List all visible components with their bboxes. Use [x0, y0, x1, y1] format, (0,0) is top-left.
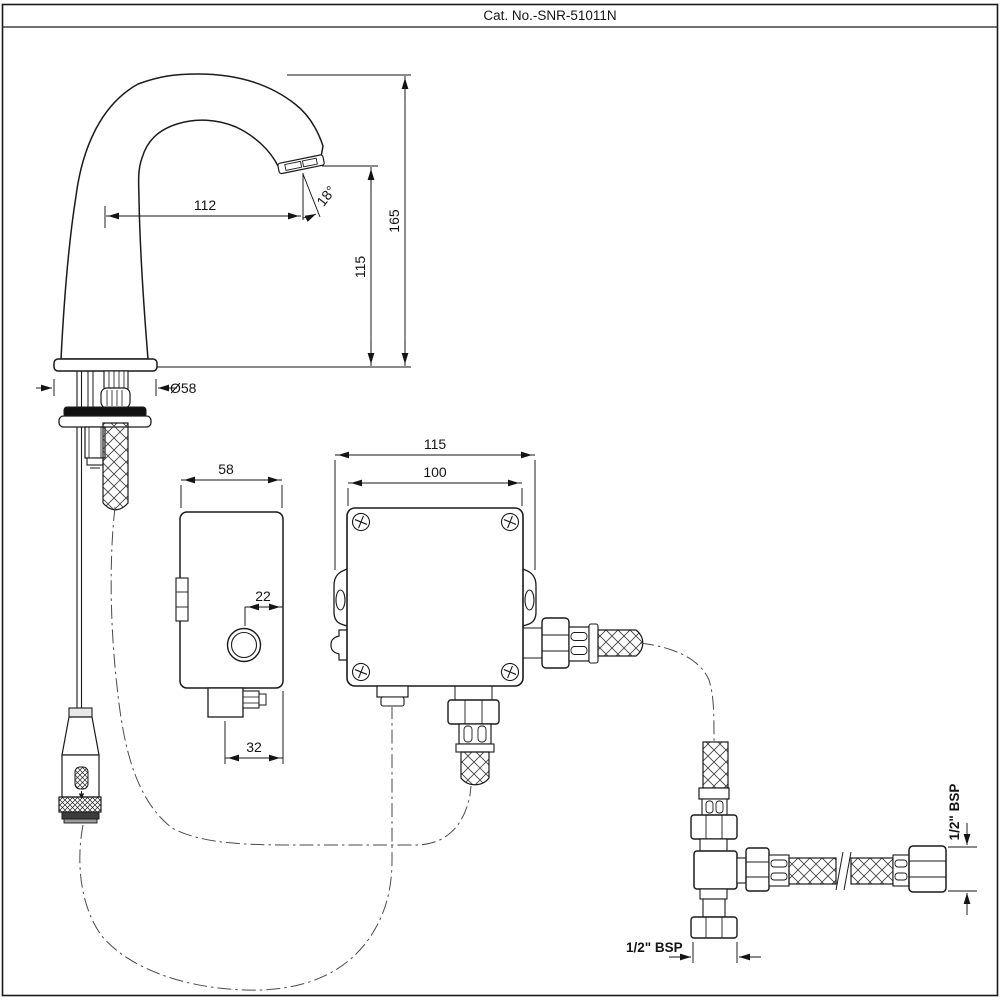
control-box-body: [346, 507, 524, 687]
outlet-hose: [597, 629, 644, 657]
dim-right-thread: 1/2" BSP: [947, 784, 962, 841]
sensor-cable-plug: [58, 707, 102, 824]
dim-tab-width: 32: [246, 739, 262, 755]
inlet-hose: [460, 751, 490, 786]
dim-overall-height: 165: [386, 209, 402, 233]
tee-right-hose-1: [788, 857, 837, 885]
tee-bottom-nut: [690, 916, 738, 939]
plug-knurled-ring: [58, 796, 102, 813]
control-box-dimensions: [334, 451, 536, 570]
dim-sensor-offset: 22: [255, 588, 271, 604]
sheet-border: [1, 3, 999, 997]
bottom-connector: [242, 690, 267, 709]
dim-spout-angle: 18°: [313, 183, 339, 210]
tee-right-nut: [745, 847, 770, 892]
sensor-unit-dimensions: [180, 476, 284, 764]
faucet-spout: [53, 73, 325, 372]
routing-curves: [79, 506, 715, 991]
dim-bottom-thread: 1/2" BSP: [626, 940, 683, 955]
dim-spout-reach: 112: [194, 197, 217, 213]
left-plug-bump: [330, 629, 347, 661]
hose-route-box-to-tee: [639, 642, 715, 742]
dim-outlet-height: 115: [352, 256, 368, 279]
dim-unit-width: 58: [218, 461, 234, 477]
plug-icon: [74, 766, 89, 790]
tee-top-nut: [690, 814, 738, 840]
tee-top-hose: [702, 741, 729, 789]
corner-screws: [351, 512, 520, 682]
threaded-shank: [100, 370, 131, 409]
right-outlet-fitting: [523, 617, 644, 669]
bottom-tab: [207, 687, 244, 718]
hose-route-faucet-to-box: [110, 506, 472, 846]
tee-fitting-assembly: [690, 741, 947, 939]
cable-route-plug-to-box: [79, 707, 393, 991]
side-connector-slots: [175, 577, 189, 622]
dim-base-diameter: Ø58: [170, 380, 197, 396]
faucet-dimensions: [36, 74, 411, 396]
tee-end-nut: [908, 845, 947, 893]
tee-body: [693, 850, 738, 890]
control-box: [330, 507, 644, 786]
faucet-silhouette: [60, 73, 324, 360]
bottom-cable-gland: [376, 685, 409, 707]
faucet-supply-hose: [102, 422, 129, 511]
tee-dimensions: [669, 823, 977, 963]
sensor-eye: [226, 627, 262, 663]
dim-box-outer-width: 115: [424, 436, 447, 452]
dim-box-body-width: 100: [423, 464, 447, 480]
mounting-stud-nut: [84, 426, 106, 469]
tab-hole-left: [335, 589, 346, 611]
catalog-number-title: Cat. No.-SNR-51011N: [483, 8, 616, 23]
bottom-inlet-fitting: [447, 686, 500, 786]
faucet-base-flange: [53, 358, 158, 372]
tee-right-hose-2: [850, 857, 894, 885]
tab-hole-right: [524, 589, 535, 611]
aerator: [277, 154, 325, 175]
sensor-control-unit: [175, 511, 284, 718]
faucet-mounting-hardware: [58, 370, 152, 708]
